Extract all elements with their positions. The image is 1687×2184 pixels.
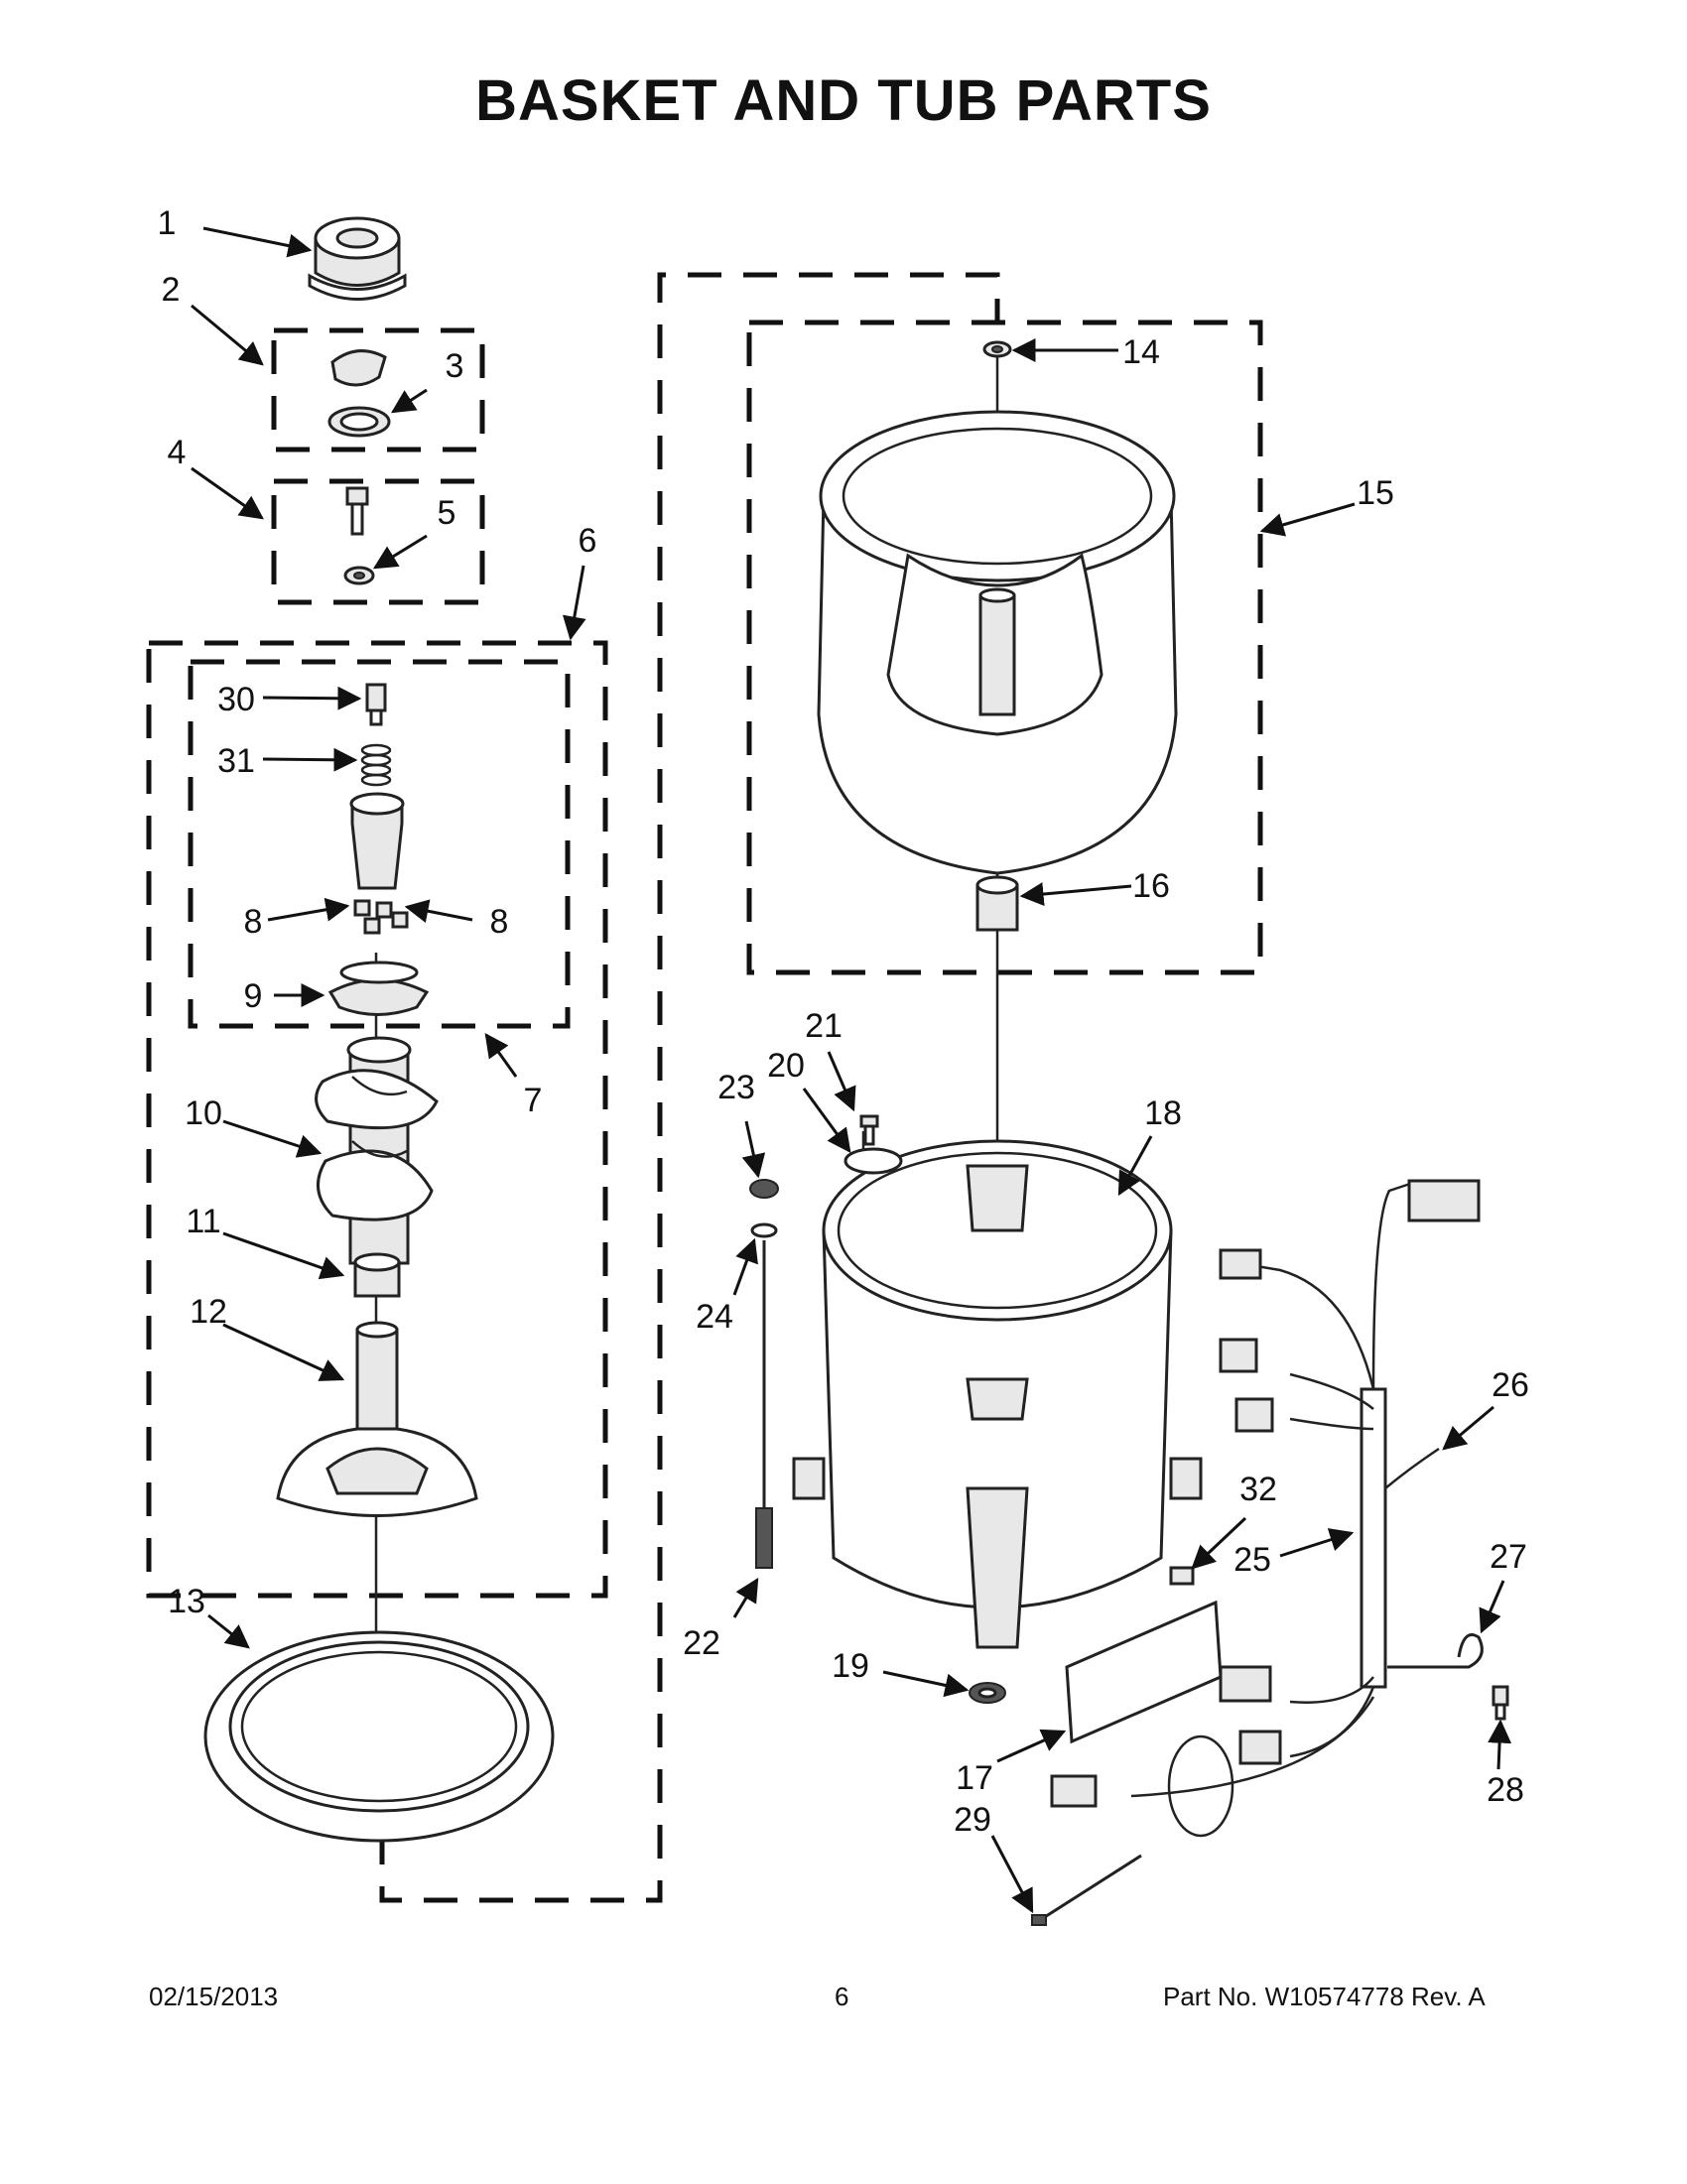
part-2-clip (330, 349, 387, 387)
part-29-tie (1031, 1854, 1142, 1926)
footer-part-number: Part No. W10574778 Rev. A (1163, 1982, 1486, 2011)
part-30-cam (365, 683, 387, 726)
part-12-agitator-base (276, 1321, 478, 1517)
part-22-rod (755, 1240, 773, 1569)
callout-29: 29 (954, 1801, 991, 1839)
part-25-harness (1050, 1179, 1481, 1838)
part-28-screw (1492, 1685, 1509, 1721)
page-title: BASKET AND TUB PARTS (475, 68, 1212, 133)
callout-5: 5 (438, 494, 456, 532)
callout-25: 25 (1233, 1541, 1271, 1579)
callout-8b: 8 (490, 903, 509, 941)
callout-31: 31 (217, 742, 255, 780)
callout-4: 4 (168, 434, 187, 471)
callout-20: 20 (767, 1047, 805, 1085)
part-10-auger (315, 1036, 439, 1265)
callout-2: 2 (162, 271, 181, 309)
assembly-bracket-13 (379, 272, 1000, 1903)
callout-6: 6 (579, 522, 597, 560)
callout-14: 14 (1122, 333, 1160, 371)
callout-23: 23 (717, 1069, 755, 1106)
part-cam-housing (349, 792, 405, 890)
part-5-washer (343, 566, 375, 585)
callout-7: 7 (524, 1082, 543, 1119)
callout-22: 22 (683, 1624, 720, 1662)
part-14-nut (982, 340, 1012, 358)
part-16-coupling (975, 875, 1019, 932)
footer-date: 02/15/2013 (149, 1982, 279, 2011)
part-20-plate (844, 1147, 903, 1175)
part-23-cap (749, 1179, 779, 1199)
part-31-spring (360, 743, 392, 787)
callout-8a: 8 (244, 903, 263, 941)
callout-28: 28 (1487, 1771, 1524, 1809)
part-27-clamp (1387, 1633, 1484, 1669)
callout-13: 13 (168, 1583, 205, 1620)
callout-32: 32 (1239, 1471, 1277, 1508)
part-18-tub (792, 1139, 1203, 1649)
part-4-bolt (345, 486, 369, 536)
part-9-retainer (327, 961, 430, 1016)
assembly-box-7 (188, 659, 571, 1029)
part-1-cap (308, 216, 407, 301)
assembly-box-15 (746, 320, 1263, 975)
leader-lines (191, 226, 1512, 1914)
part-19-seal (969, 1682, 1006, 1704)
callout-1: 1 (158, 204, 177, 242)
part-13-ring (203, 1630, 555, 1843)
callout-30: 30 (217, 681, 255, 718)
part-21-screw (859, 1114, 879, 1146)
callout-9: 9 (244, 977, 263, 1015)
callout-21: 21 (805, 1007, 843, 1045)
callout-27: 27 (1490, 1538, 1527, 1576)
part-17-panel (1065, 1600, 1223, 1744)
callout-12: 12 (190, 1293, 227, 1331)
callout-19: 19 (832, 1647, 869, 1685)
part-3-seal (327, 406, 391, 438)
part-15-basket (817, 410, 1178, 875)
part-32-screw (1169, 1566, 1195, 1586)
part-24-grommet (750, 1222, 778, 1238)
callout-18: 18 (1144, 1094, 1182, 1132)
callout-26: 26 (1492, 1366, 1529, 1404)
callout-15: 15 (1357, 474, 1394, 512)
callout-24: 24 (696, 1298, 733, 1336)
callout-10: 10 (185, 1094, 222, 1132)
callout-3: 3 (446, 347, 464, 385)
part-11-bearing (353, 1252, 401, 1298)
footer-page-number: 6 (835, 1982, 849, 2011)
callout-17: 17 (956, 1759, 993, 1797)
callout-16: 16 (1132, 867, 1170, 905)
callout-11: 11 (186, 1203, 220, 1240)
part-8-dogs (353, 899, 409, 935)
